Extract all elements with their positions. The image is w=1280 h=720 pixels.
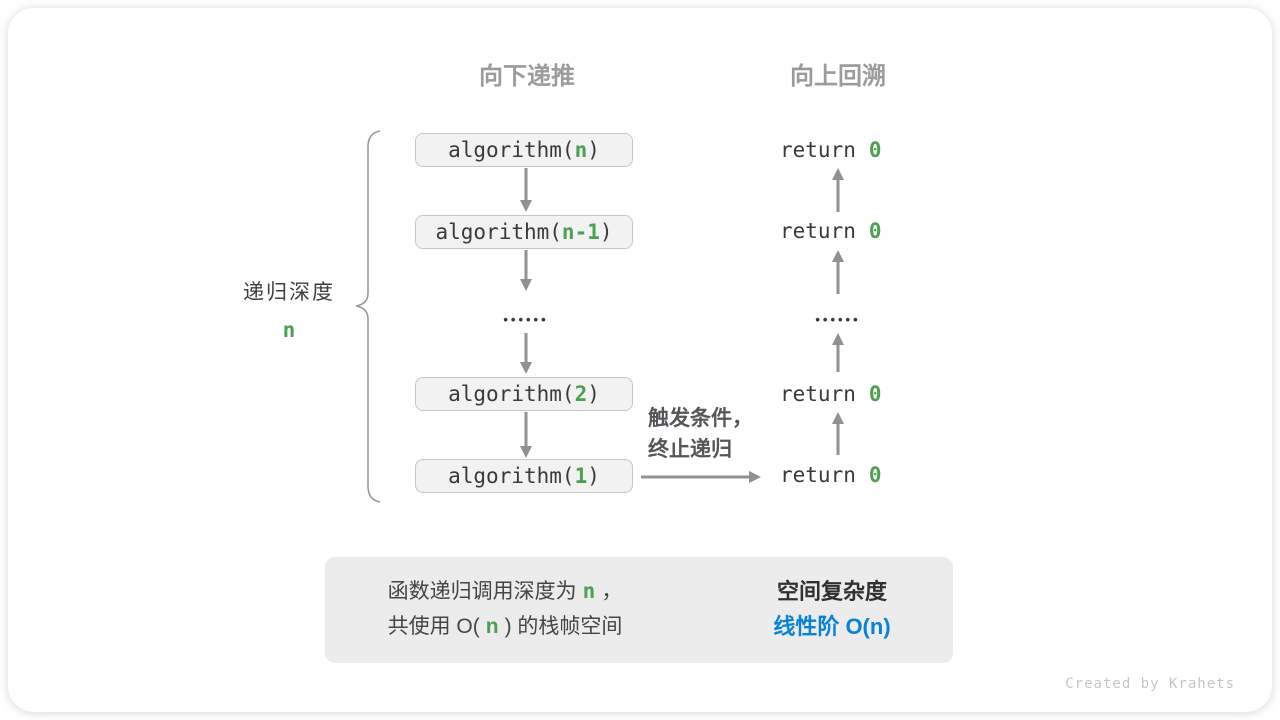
- call-frame-box: algorithm(n): [415, 133, 633, 167]
- return-value: 0: [868, 138, 882, 162]
- call-frame-box: algorithm(2): [415, 377, 633, 411]
- depth-annotation: 递归深度 n: [204, 281, 374, 342]
- call-frame-box: algorithm(n-1): [415, 215, 633, 249]
- summary-var-n: n: [485, 615, 499, 638]
- call-frame-arg: n: [574, 138, 588, 162]
- call-frame-arg: 1: [574, 464, 588, 488]
- watermark: Created by Krahets: [1065, 676, 1235, 692]
- call-frame-box: algorithm(1): [415, 459, 633, 493]
- space-complexity-title: 空间复杂度: [776, 579, 887, 604]
- depth-value: n: [282, 318, 296, 342]
- summary-result: 空间复杂度 线性阶 O(n): [732, 574, 932, 644]
- stack-ellipsis: ••••••: [503, 312, 549, 327]
- header-recurse-down: 向下递推: [479, 63, 575, 90]
- space-complexity-value: 线性阶 O(n): [773, 614, 891, 639]
- return-value: 0: [868, 219, 882, 243]
- terminate-note-line1: 触发条件，: [648, 407, 753, 430]
- call-frame-arg: n-1: [561, 220, 600, 244]
- return-value: 0: [868, 463, 882, 487]
- call-frame-text: algorithm(n): [448, 138, 600, 162]
- terminate-note-line2: 终止递归: [648, 438, 732, 461]
- return-value: 0: [868, 382, 882, 406]
- terminate-note: 触发条件， 终止递归: [648, 403, 753, 465]
- summary-var-n: n: [582, 579, 596, 603]
- call-frame-arg: 2: [574, 382, 588, 406]
- returns-ellipsis: ••••••: [815, 312, 861, 327]
- depth-label: 递归深度: [243, 281, 335, 304]
- summary-panel: [325, 557, 953, 663]
- call-frame-text: algorithm(2): [448, 382, 600, 406]
- call-frame-text: algorithm(n-1): [435, 220, 613, 244]
- header-backtrack-up: 向上回溯: [790, 63, 886, 90]
- call-frame-text: algorithm(1): [448, 464, 600, 488]
- summary-line2: 共使用 O(n) 的栈帧空间: [387, 615, 623, 638]
